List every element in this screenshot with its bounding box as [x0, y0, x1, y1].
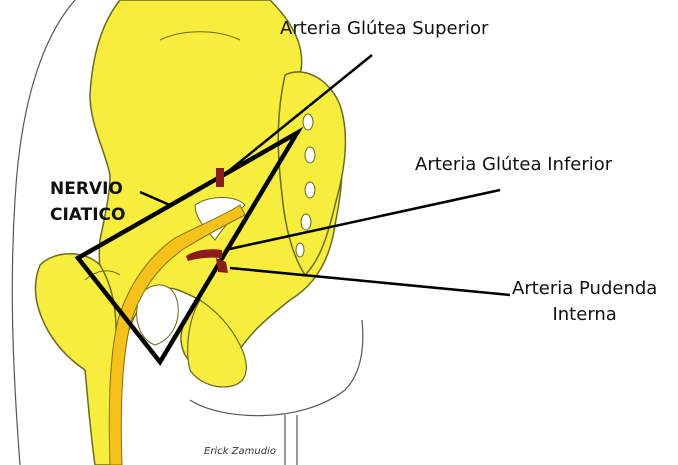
superior-gluteal-artery [216, 168, 224, 187]
author-credit: Erick Zamudio [204, 446, 276, 457]
femur-bone [35, 254, 118, 465]
sacral-foramen [301, 214, 311, 230]
sacral-foramen [296, 243, 304, 257]
label-nerve-line-1: NERVIO [50, 176, 126, 202]
label-superior-gluteal-artery: Arteria Glútea Superior [280, 18, 488, 39]
label-nerve-line-2: CIATICO [50, 202, 126, 228]
thigh-outline [120, 415, 297, 465]
body-outline-left [12, 0, 75, 465]
label-internal-pudendal-artery: Arteria Pudenda Interna [512, 276, 657, 328]
sacral-foramen [305, 182, 315, 198]
label-inferior-gluteal-artery: Arteria Glútea Inferior [415, 154, 612, 175]
sacral-foramen [303, 114, 313, 130]
label-pudenda-line-2: Interna [512, 302, 657, 328]
sacral-foramen [305, 147, 315, 163]
label-pudenda-line-1: Arteria Pudenda [512, 276, 657, 302]
label-sciatic-nerve: NERVIO CIATICO [50, 176, 126, 228]
